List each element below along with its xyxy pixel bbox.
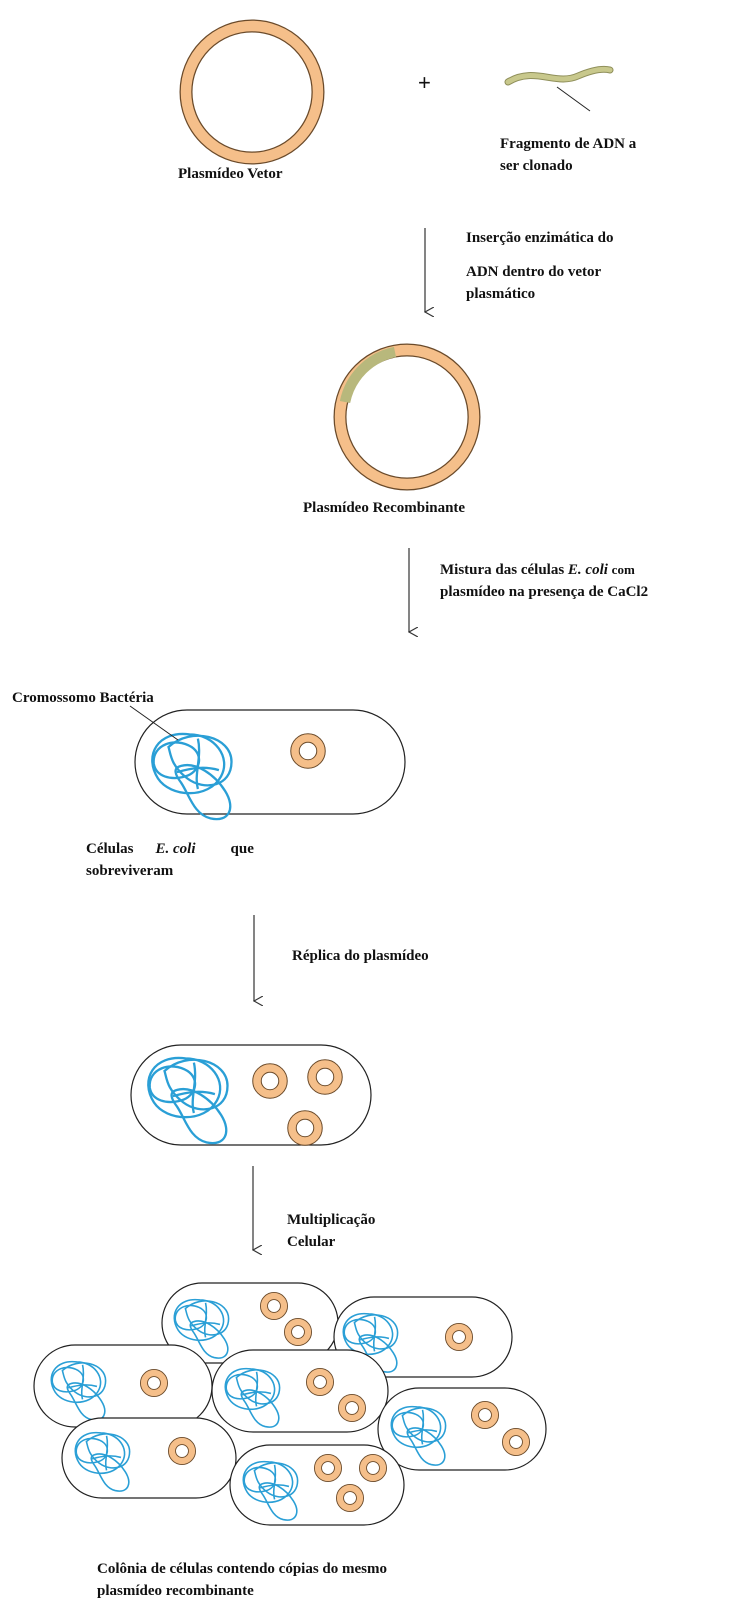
vector-plasmid — [179, 19, 325, 165]
colony-cell — [377, 1387, 547, 1471]
recombinant-plasmid — [333, 343, 481, 491]
step4-line1: Multiplicação — [287, 1212, 375, 1228]
fragment-label-line1: Fragmento de ADN a — [500, 136, 637, 152]
cell-outline — [130, 1044, 372, 1146]
step2-line1: Mistura das células E. coli com — [440, 562, 635, 578]
colony-cell — [211, 1349, 389, 1433]
chromosome-label: Cromossomo Bactéria — [12, 690, 154, 706]
cells-label-line2: sobreviveram — [86, 863, 174, 879]
plasmid — [292, 1115, 318, 1141]
vector-label: Plasmídeo Vetor — [178, 166, 283, 182]
fragment-pointer-line — [556, 86, 591, 112]
dna-fragment — [504, 65, 614, 112]
colony-label-line1: Colônia de células contendo cópias do me… — [97, 1561, 387, 1577]
colony-cell — [333, 1296, 513, 1378]
inserted-dna-segment — [339, 346, 397, 404]
bacterial-colony — [33, 1282, 547, 1526]
cell-outline — [134, 709, 406, 815]
bacterium-cell-1 — [129, 705, 406, 821]
step3-label: Réplica do plasmídeo — [292, 948, 429, 964]
chromosome-pointer-line — [129, 705, 179, 741]
step1-line1: Inserção enzimática do — [466, 230, 613, 246]
fragment-label-line2: ser clonado — [500, 158, 573, 174]
step1-line2: ADN dentro do vetor — [466, 264, 601, 280]
chromosome — [151, 732, 233, 821]
step1-line3: plasmático — [466, 286, 535, 302]
plasmid — [295, 738, 321, 764]
bacterium-cell-2 — [130, 1044, 372, 1146]
chromosome — [147, 1056, 229, 1145]
colony-cell — [229, 1444, 405, 1526]
step2-line2: plasmídeo na presença de CaCl2 — [440, 584, 648, 600]
colony-cell — [33, 1344, 213, 1428]
colony-label-line2: plasmídeo recombinante — [97, 1583, 254, 1599]
colony-cell — [61, 1417, 237, 1499]
plasmid — [257, 1068, 283, 1094]
plus-sign: + — [418, 70, 431, 95]
plasmid — [312, 1064, 338, 1090]
step4-line2: Celular — [287, 1234, 336, 1250]
recombinant-label: Plasmídeo Recombinante — [303, 500, 465, 516]
